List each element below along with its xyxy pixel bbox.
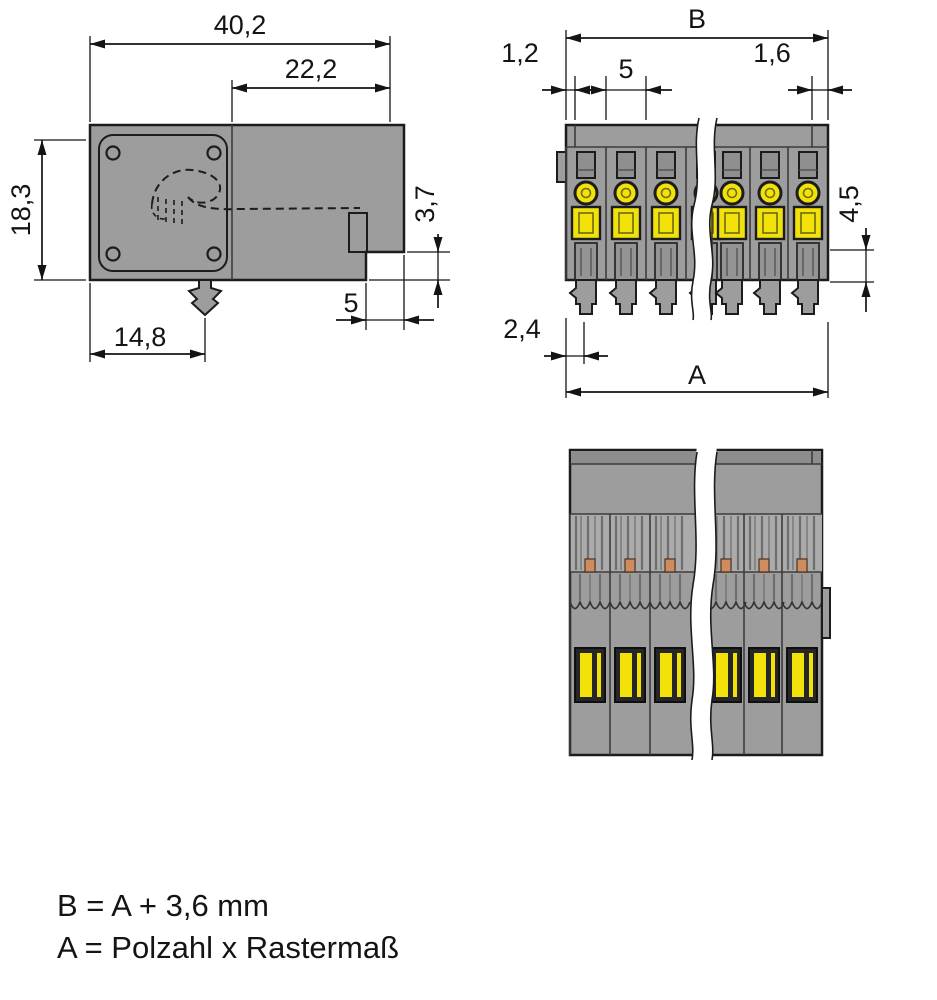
dim-height: 18,3 [6,139,86,281]
dim-left-wall: 1,2 [501,38,600,120]
break-lines [689,446,718,764]
latch-detail [348,212,368,253]
legend-line-2: A = Polzahl x Rastermaß [57,930,399,965]
dim-overall-length-A: A [565,318,829,398]
legend-line-1: B = A + 3,6 mm [57,888,269,923]
screw-hole [105,246,121,262]
dim-foot-offset: 14,8 [89,283,206,362]
dim-step-height: 3,7 [369,185,450,308]
screw-hole [105,145,121,161]
dim-label-foot-offset: 14,8 [114,322,167,352]
break-lines [690,114,718,324]
dim-pole-pitch: 5 [580,54,672,120]
dim-label-step-width: 5 [343,288,358,318]
dim-label-pitch: 5 [618,54,633,84]
side-view: 40,2 22,2 18,3 3,7 5 [6,10,450,362]
dim-label-right-wall: 1,6 [753,38,791,68]
legend: B = A + 3,6 mm A = Polzahl x Rastermaß [57,888,399,965]
snap-in-foot [187,279,223,317]
dim-label-partial-width: 22,2 [285,54,338,84]
front-view: B 1,2 5 1,6 [501,4,874,398]
mounting-flange [98,134,228,272]
screw-hole [206,145,222,161]
dim-right-wall: 1,6 [753,38,852,120]
dim-label-total-width: 40,2 [214,10,267,40]
dim-label-clamp-height: 4,5 [834,185,864,223]
dim-total-width: 40,2 [89,10,391,122]
dim-overall-width-B: B [565,4,829,120]
dim-partial-width: 22,2 [231,54,390,122]
side-body [88,123,406,282]
side-latch [821,587,831,639]
dim-label-step-height: 3,7 [410,185,440,223]
dim-label-B: B [688,4,706,34]
dim-step-width: 5 [336,255,434,330]
dim-label-height: 18,3 [6,184,36,237]
dim-label-first-pole-offset: 2,4 [503,314,541,344]
screw-hole [206,246,222,262]
lever-hidden-outline [150,168,361,225]
dim-label-left-wall: 1,2 [501,38,539,68]
dim-clamp-height: 4,5 [830,185,874,312]
side-rib [556,151,567,183]
top-view [568,446,831,764]
dim-label-A: A [688,360,706,390]
dim-first-pole-offset: 2,4 [503,314,608,364]
